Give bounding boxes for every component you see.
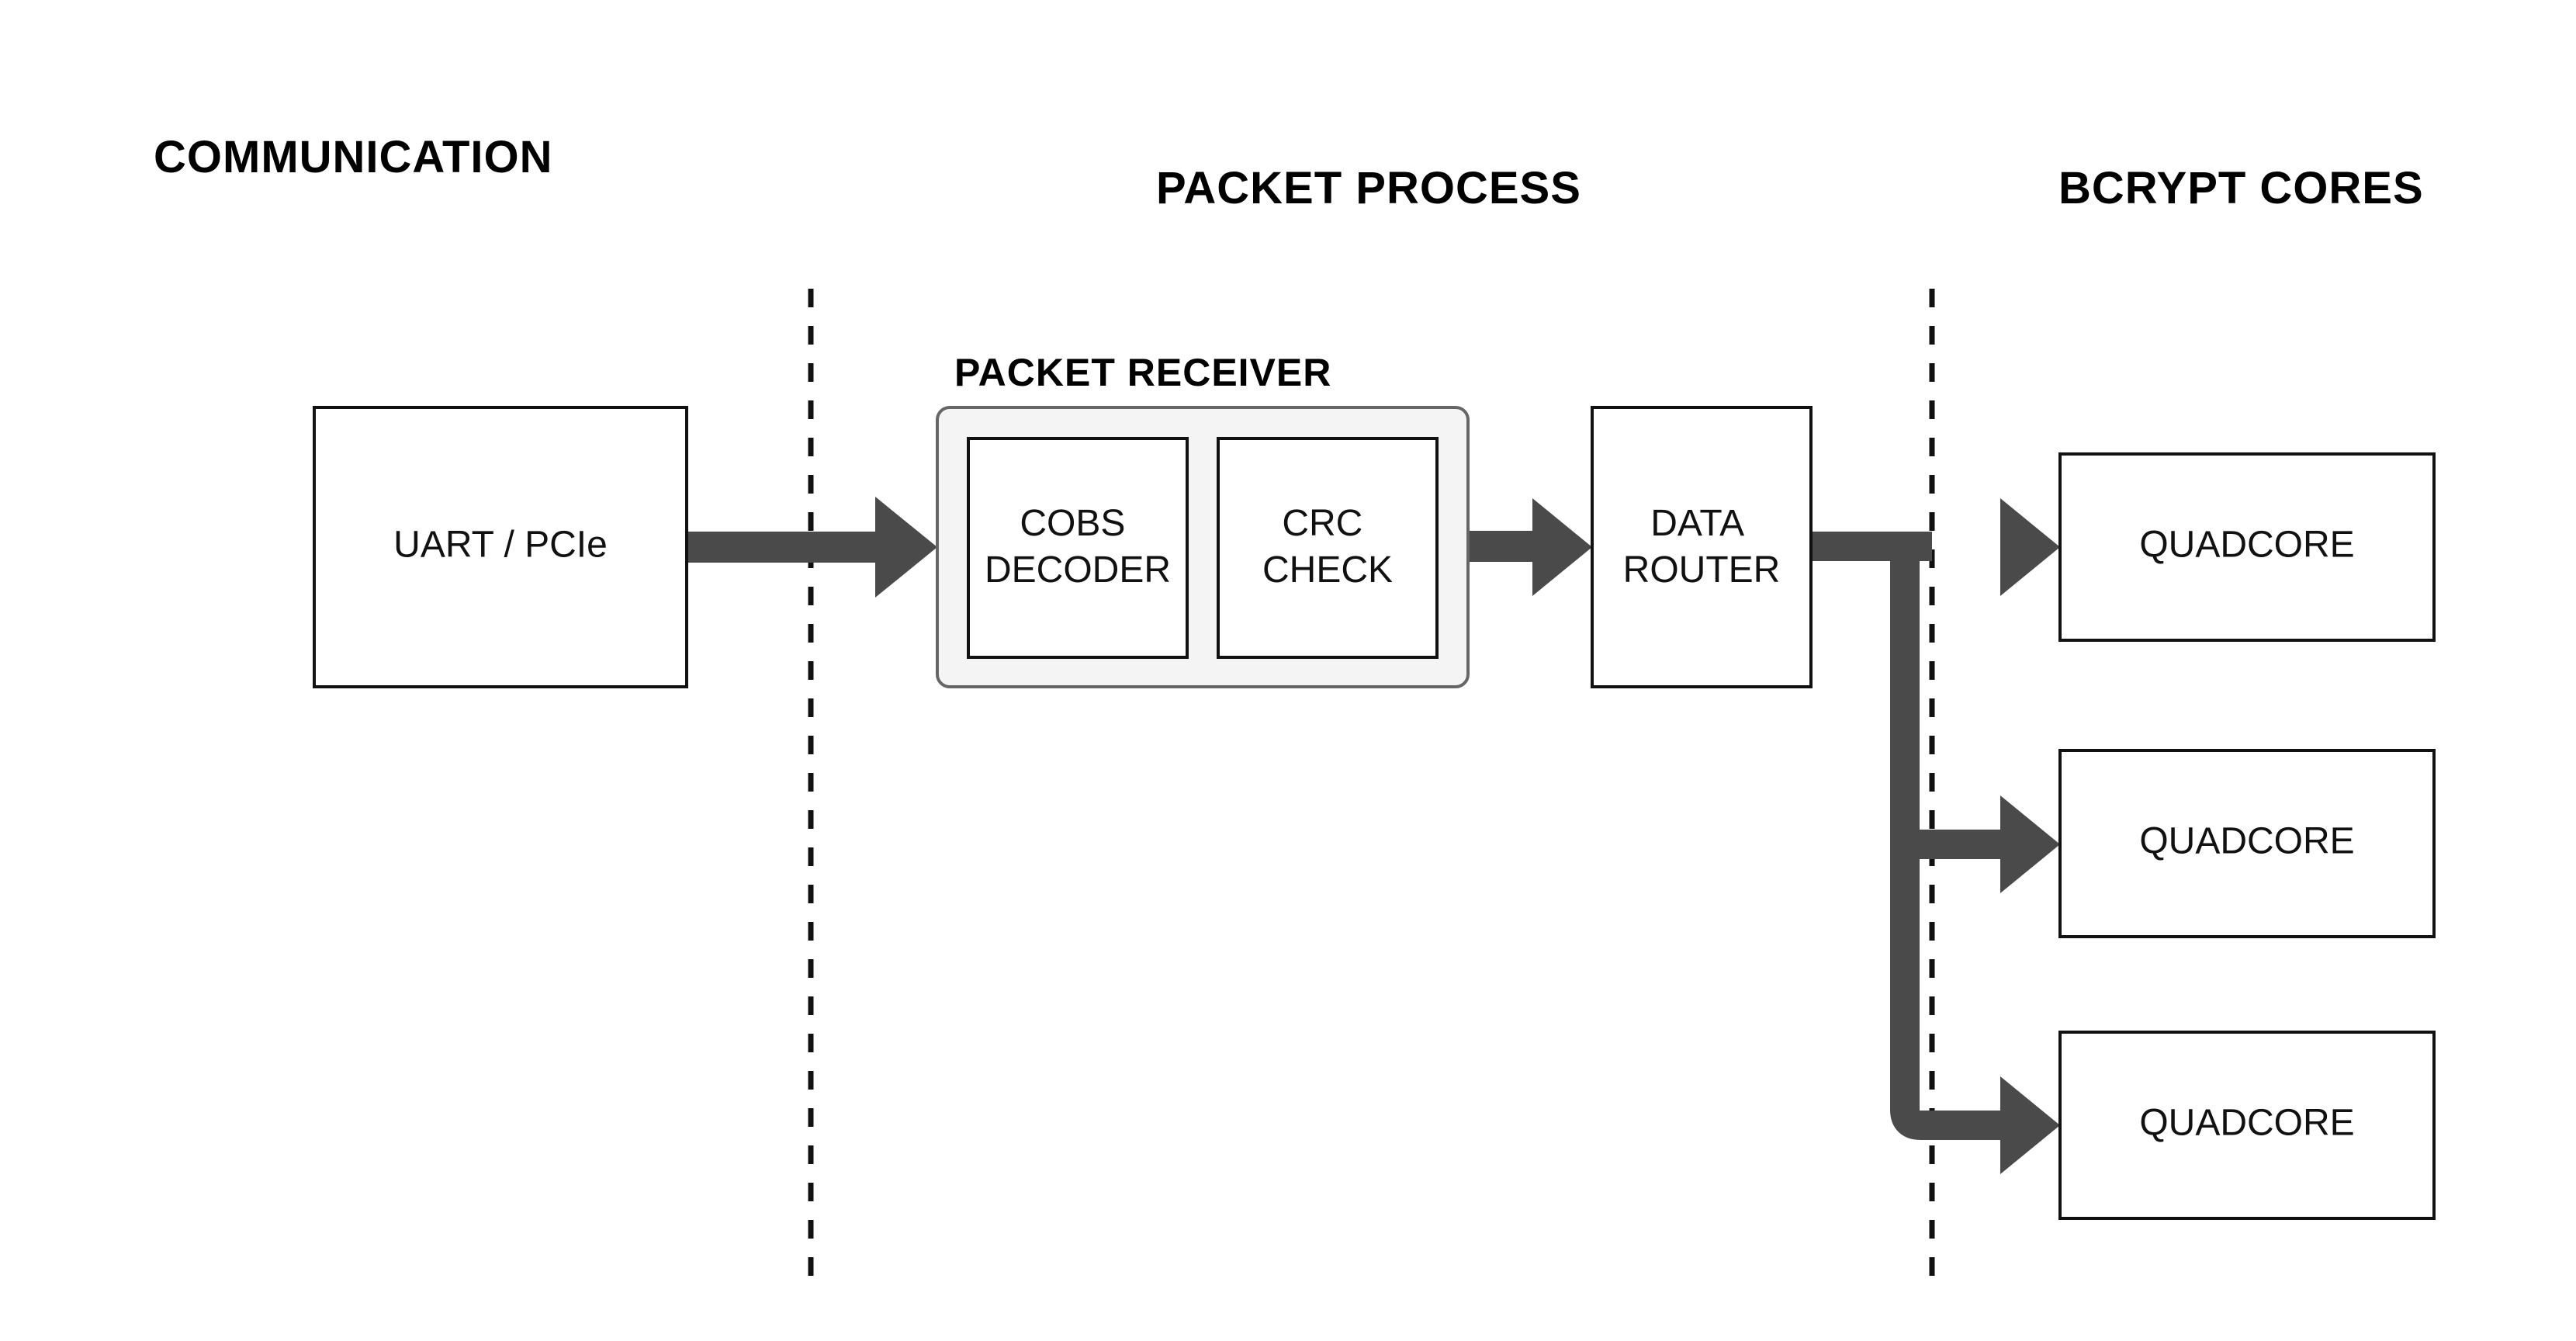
quadcore-block-2: QUADCORE: [2058, 749, 2436, 938]
arrow-receiver-to-router: [1468, 498, 1592, 596]
cobs-decoder-label: COBS DECODER: [985, 503, 1171, 591]
uart-pcie-block: UART / PCIe: [313, 406, 688, 688]
data-router-block: DATA ROUTER: [1591, 406, 1813, 688]
data-router-label: DATA ROUTER: [1623, 503, 1781, 591]
quadcore-label-2: QUADCORE: [2139, 821, 2354, 862]
crc-check-label: CRC CHECK: [1262, 503, 1393, 591]
packet-receiver-group: PACKET RECEIVER COBS DECODER CRC CHECK: [936, 351, 1470, 688]
router-bus: [1809, 532, 2010, 1140]
quadcore-label-1: QUADCORE: [2139, 525, 2354, 566]
section-title-packet-process: PACKET PROCESS: [1156, 163, 1581, 213]
quadcore-label-3: QUADCORE: [2139, 1103, 2354, 1144]
crc-check-block: CRC CHECK: [1217, 437, 1439, 659]
arrow-uart-to-receiver: [687, 497, 937, 598]
packet-receiver-title: PACKET RECEIVER: [954, 351, 1331, 394]
arrow-to-quadcore-1: [2000, 498, 2060, 596]
section-title-bcrypt-cores: BCRYPT CORES: [2058, 163, 2424, 213]
arrow-to-quadcore-2: [2000, 795, 2060, 893]
section-title-communication: COMMUNICATION: [154, 132, 553, 182]
cobs-decoder-block: COBS DECODER: [967, 437, 1189, 659]
quadcore-block-1: QUADCORE: [2058, 452, 2436, 642]
uart-pcie-label: UART / PCIe: [393, 525, 608, 566]
quadcore-block-3: QUADCORE: [2058, 1031, 2436, 1220]
arrow-to-quadcore-3: [2000, 1076, 2060, 1174]
